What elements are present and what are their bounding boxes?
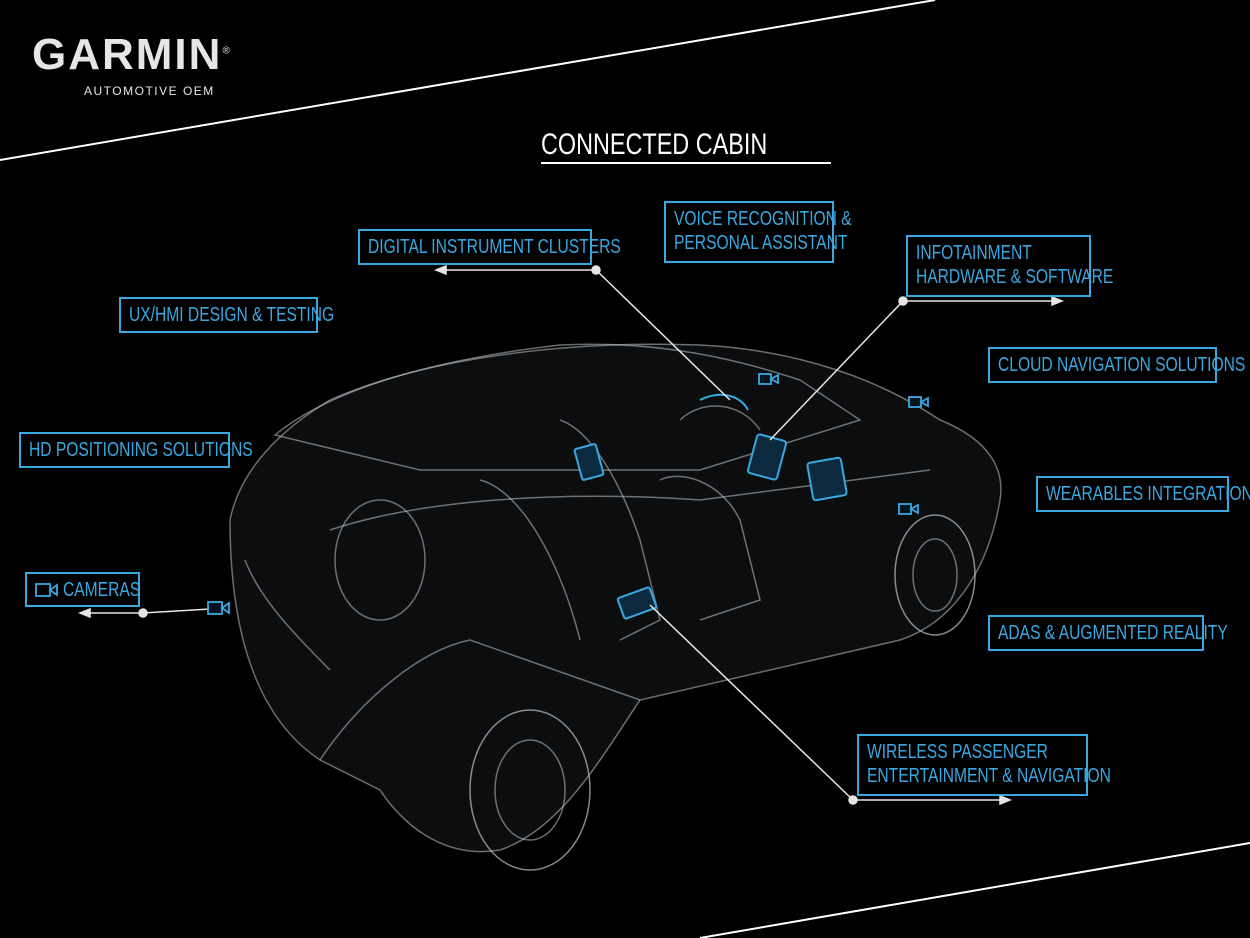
camera-icons — [207, 373, 929, 615]
label-voice-recognition: VOICE RECOGNITION &PERSONAL ASSISTANT — [664, 201, 852, 263]
label-text: CLOUD NAVIGATION SOLUTIONS — [998, 354, 1246, 376]
division-label: AUTOMOTIVE OEM — [84, 84, 215, 98]
label-text: ADAS & AUGMENTED REALITY — [998, 622, 1228, 644]
label-text: PERSONAL ASSISTANT — [674, 232, 848, 254]
label-text: CAMERAS — [63, 579, 141, 601]
label-text: HD POSITIONING SOLUTIONS — [29, 439, 253, 461]
top-divider-line — [0, 0, 936, 161]
label-text: DIGITAL INSTRUMENT CLUSTERS — [368, 236, 621, 258]
logo-text: GARMIN — [32, 30, 223, 79]
label-digital-instrument-clusters: DIGITAL INSTRUMENT CLUSTERS — [358, 229, 621, 265]
label-text: UX/HMI DESIGN & TESTING — [129, 304, 335, 326]
label-text: WIRELESS PASSENGER — [867, 741, 1048, 763]
label-hd-positioning: HD POSITIONING SOLUTIONS — [19, 432, 253, 468]
page-title: CONNECTED CABIN — [541, 128, 832, 164]
label-text: WEARABLES INTEGRATION — [1046, 483, 1250, 505]
connector-lines — [77, 264, 1065, 806]
label-ux-hmi: UX/HMI DESIGN & TESTING — [119, 297, 335, 333]
bottom-divider-line — [699, 842, 1250, 938]
camera-icon — [35, 583, 58, 597]
title-text: CONNECTED CABIN — [541, 128, 768, 161]
label-text: ENTERTAINMENT & NAVIGATION — [867, 765, 1111, 787]
label-wearables: WEARABLES INTEGRATION — [1036, 476, 1250, 512]
label-text: INFOTAINMENT — [916, 242, 1032, 264]
label-cameras: CAMERAS — [25, 572, 140, 607]
garmin-logo: GARMIN® — [32, 30, 232, 80]
label-cloud-navigation: CLOUD NAVIGATION SOLUTIONS — [988, 347, 1246, 383]
label-adas: ADAS & AUGMENTED REALITY — [988, 615, 1228, 651]
label-text: HARDWARE & SOFTWARE — [916, 266, 1114, 288]
label-text: VOICE RECOGNITION & — [674, 208, 852, 230]
registered-mark: ® — [222, 45, 232, 57]
